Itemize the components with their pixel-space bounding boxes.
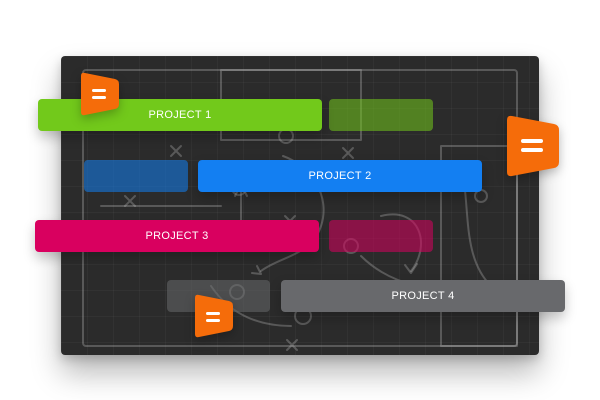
project-1-secondary-bar[interactable] <box>329 99 433 131</box>
project-2-secondary-bar[interactable] <box>84 160 188 192</box>
project-3-label: PROJECT 3 <box>145 230 209 242</box>
equals-handle-icon <box>81 72 119 116</box>
project-2-bar[interactable]: PROJECT 2 <box>198 160 482 192</box>
project-3-bar[interactable]: PROJECT 3 <box>35 220 319 252</box>
drag-marker-project-1[interactable] <box>81 72 119 116</box>
project-4-label: PROJECT 4 <box>391 290 455 302</box>
project-4-bar[interactable]: PROJECT 4 <box>281 280 565 312</box>
drag-marker-project-2[interactable] <box>507 115 559 177</box>
project-1-label: PROJECT 1 <box>148 109 212 121</box>
project-2-label: PROJECT 2 <box>308 170 372 182</box>
drag-marker-project-4[interactable] <box>195 294 233 338</box>
equals-handle-icon <box>195 294 233 338</box>
project-3-secondary-bar[interactable] <box>329 220 433 252</box>
equals-handle-icon <box>507 115 559 177</box>
